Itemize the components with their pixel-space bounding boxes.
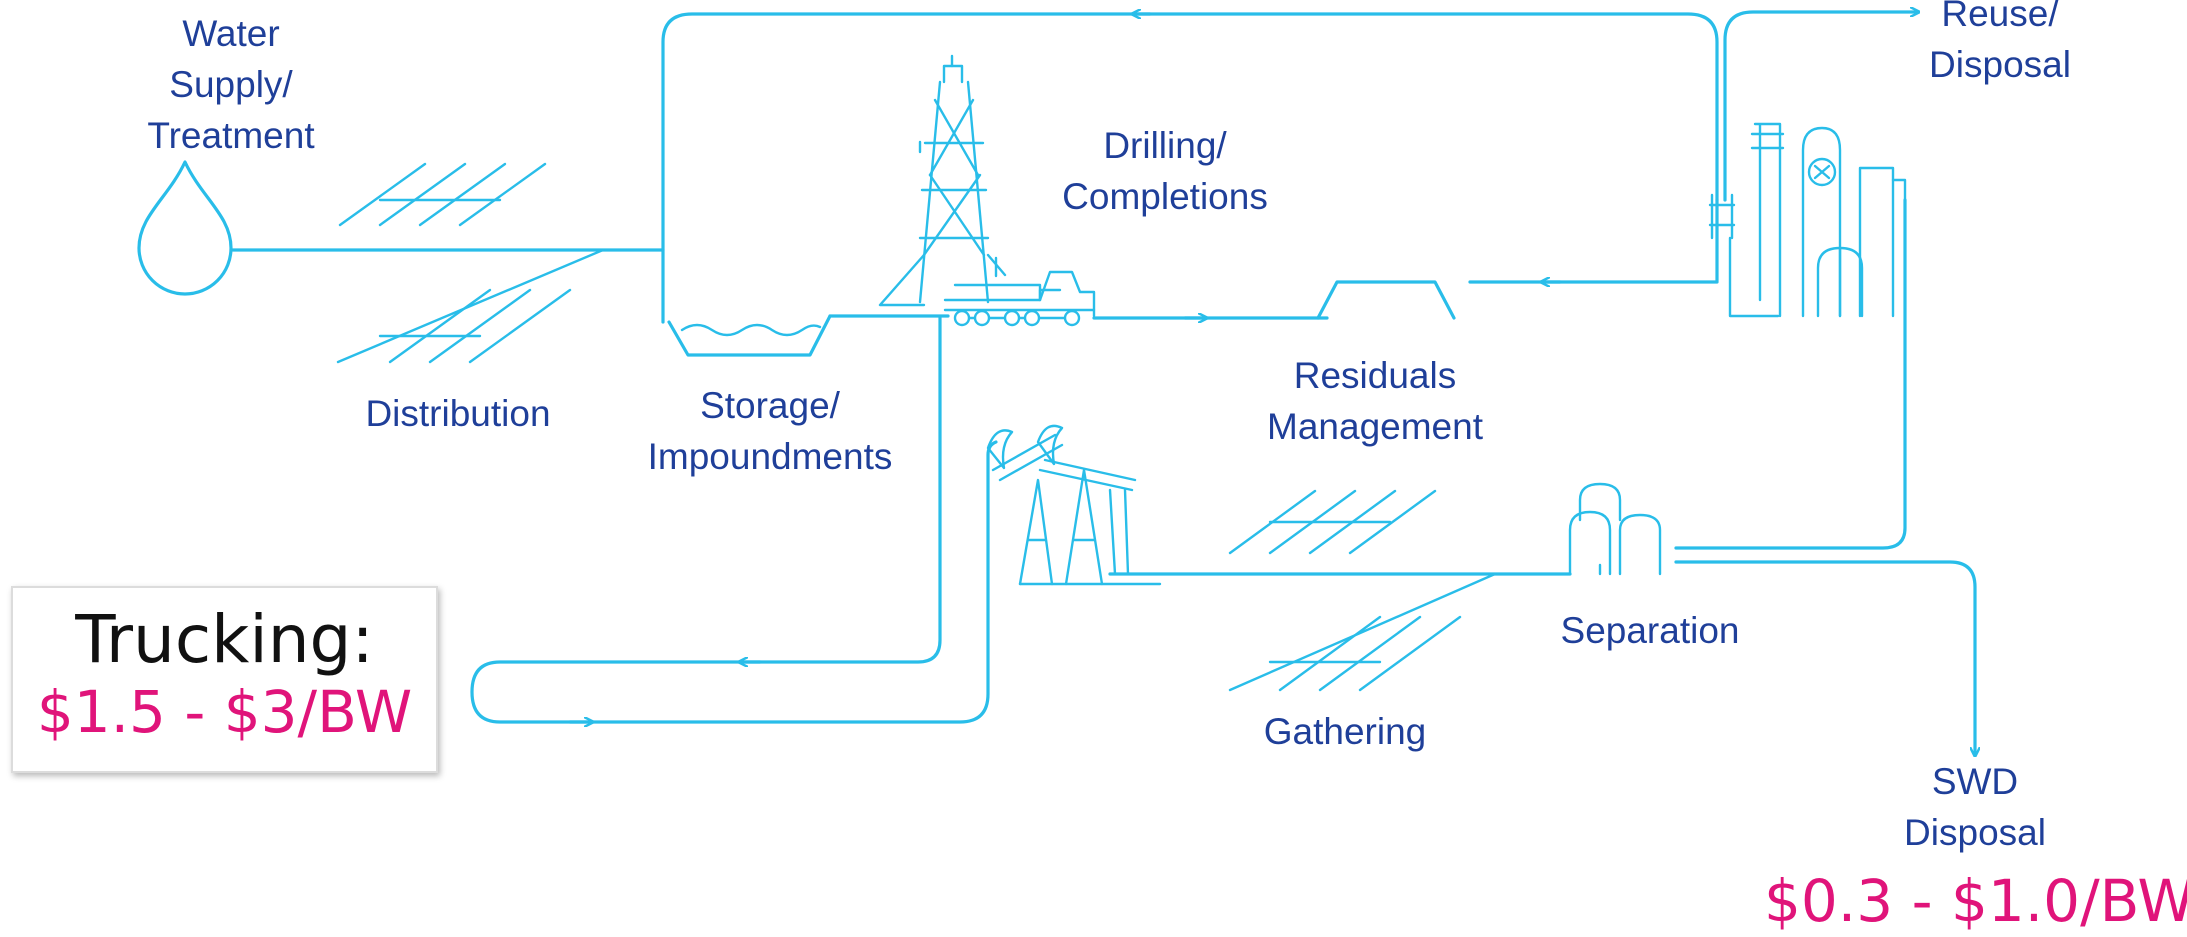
- distribution-grid-icon: [336, 162, 605, 364]
- drilling-label: Drilling/ Completions: [1062, 125, 1268, 217]
- recycle-return-pipe: [1468, 198, 1719, 284]
- truck-icon: [943, 270, 1096, 327]
- pump-jack-icon: [986, 424, 1162, 586]
- distribution-label: Distribution: [365, 393, 551, 434]
- drilling-rig-icon: [878, 54, 1007, 307]
- gathering-label: Gathering: [1263, 711, 1427, 752]
- residuals-label: Residuals Management: [1267, 355, 1483, 447]
- swd-disposal-label: SWD Disposal: [1904, 761, 2046, 853]
- trucking-loop-pipe: [470, 316, 998, 724]
- trucking-cost-value: $1.5 - $3/BW: [36, 678, 413, 746]
- recycle-top-pipe: [661, 12, 1719, 324]
- separation-label: Separation: [1560, 610, 1740, 651]
- reuse-disposal-label: Reuse/ Disposal: [1929, 0, 2071, 85]
- storage-impoundment-icon: [667, 314, 832, 357]
- trucking-cost-box: Trucking: $1.5 - $3/BW: [11, 586, 438, 773]
- storage-label: Storage/ Impoundments: [647, 385, 893, 477]
- separation-to-swd-pipe: [1674, 560, 1975, 755]
- recycling-plant-icon: [1708, 122, 1907, 318]
- reuse-disposal-pipe: [1723, 12, 1918, 202]
- water-supply-label: Water Supply/ Treatment: [147, 13, 315, 156]
- separation-tanks-icon: [1568, 482, 1662, 576]
- trucking-title: Trucking:: [75, 601, 374, 678]
- plant-to-separation-pipe: [1674, 198, 1907, 550]
- water-drop-icon: [137, 160, 233, 296]
- swd-cost-value: $0.3 - $1.0/BW: [1764, 867, 2187, 935]
- residuals-pit-icon: [1316, 280, 1456, 320]
- gathering-grid-icon: [1228, 489, 1497, 692]
